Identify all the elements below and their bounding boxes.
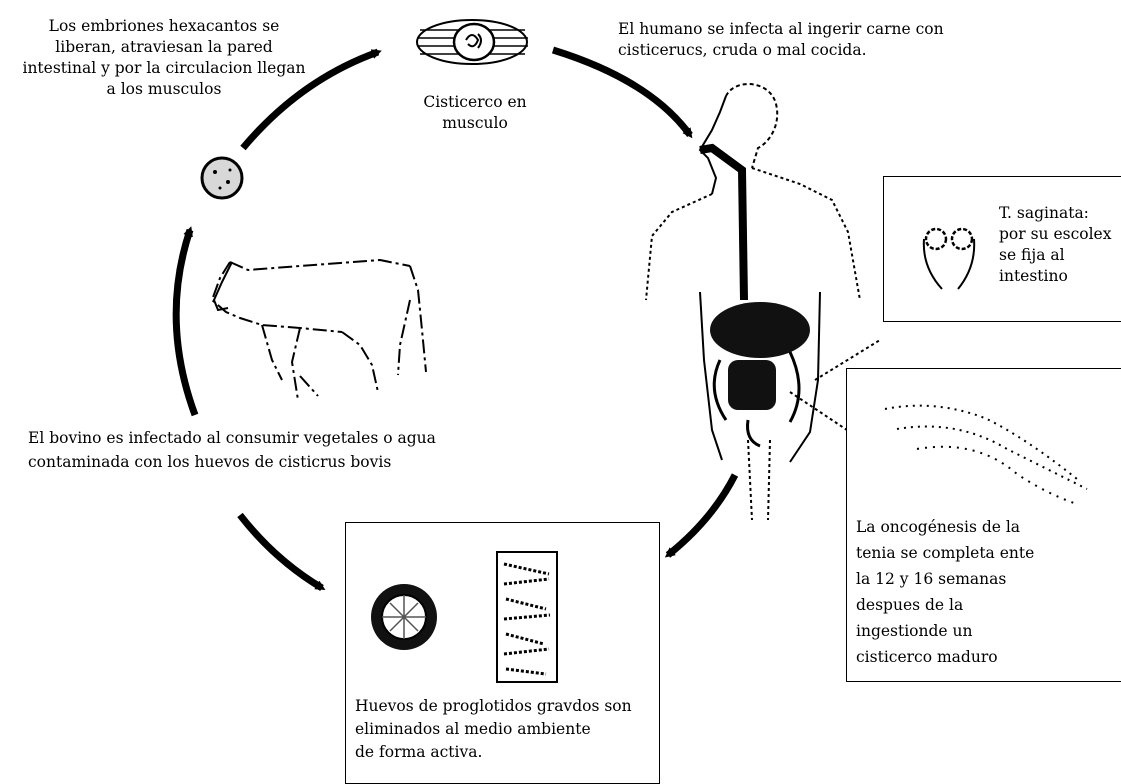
label-bovine-line: El bovino es infectado al consumir veget… xyxy=(28,426,488,450)
label-embryos-line: liberan, atraviesan la pared xyxy=(8,37,320,58)
egg-icon xyxy=(368,581,440,653)
cysticercus-muscle-icon xyxy=(417,20,528,64)
label-scolex-line: por su escolex xyxy=(999,224,1121,245)
label-scolex-line: T. saginata: xyxy=(999,203,1121,224)
label-oncogenesis-line: la 12 y 16 semanas xyxy=(856,566,1121,592)
arrow-eggs-to-bovine xyxy=(240,515,322,588)
label-eggs-line: de forma activa. xyxy=(355,741,655,764)
label-oncogenesis-line: La oncogénesis de la xyxy=(856,514,1121,540)
proglottid-icon xyxy=(494,549,560,685)
label-bovine: El bovino es infectado al consumir veget… xyxy=(28,426,488,474)
oncogenesis-box: La oncogénesis de la tenia se completa e… xyxy=(846,368,1121,682)
label-bovine-line: contaminada con los huevos de cisticrus … xyxy=(28,450,488,474)
cow-icon xyxy=(212,260,426,400)
scolex-icon xyxy=(914,217,984,297)
label-oncogenesis-line: despues de la xyxy=(856,592,1121,618)
digestive-tract-icon xyxy=(700,148,810,446)
label-scolex: T. saginata: por su escolex se fija al i… xyxy=(999,203,1121,287)
label-embryos-line: a los musculos xyxy=(8,79,320,100)
human-body-icon xyxy=(646,84,860,520)
label-cysticercus-line: Cisticerco en xyxy=(405,92,545,113)
eggs-box: Huevos de proglotidos gravdos son elimin… xyxy=(345,522,660,784)
label-cysticercus-line: musculo xyxy=(405,113,545,134)
label-scolex-line: intestino xyxy=(999,266,1121,287)
arrow-muscle-to-human xyxy=(553,50,690,135)
label-oncogenesis-line: cisticerco maduro xyxy=(856,644,1121,670)
label-eggs: Huevos de proglotidos gravdos son elimin… xyxy=(355,695,655,764)
label-human-line: cisticerucs, cruda o mal cocida. xyxy=(618,40,1038,61)
label-embryos-line: intestinal y por la circulacion llegan xyxy=(8,58,320,79)
hexacanth-embryo-icon xyxy=(202,158,242,198)
label-cysticercus: Cisticerco en musculo xyxy=(405,92,545,134)
label-oncogenesis: La oncogénesis de la tenia se completa e… xyxy=(856,514,1121,670)
arrow-bovine-to-embryo xyxy=(176,230,195,415)
label-embryos: Los embriones hexacantos se liberan, atr… xyxy=(8,16,320,100)
label-eggs-line: eliminados al medio ambiente xyxy=(355,718,655,741)
label-embryos-line: Los embriones hexacantos se xyxy=(8,16,320,37)
adult-tapeworm-icon xyxy=(877,379,1107,509)
label-eggs-line: Huevos de proglotidos gravdos son xyxy=(355,695,655,718)
label-scolex-line: se fija al xyxy=(999,245,1121,266)
label-human-line: El humano se infecta al ingerir carne co… xyxy=(618,19,1038,40)
label-human: El humano se infecta al ingerir carne co… xyxy=(618,19,1038,61)
label-oncogenesis-line: tenia se completa ente xyxy=(856,540,1121,566)
label-oncogenesis-line: ingestionde un xyxy=(856,618,1121,644)
arrow-human-to-eggs xyxy=(668,475,735,555)
scolex-box: T. saginata: por su escolex se fija al i… xyxy=(883,176,1121,322)
